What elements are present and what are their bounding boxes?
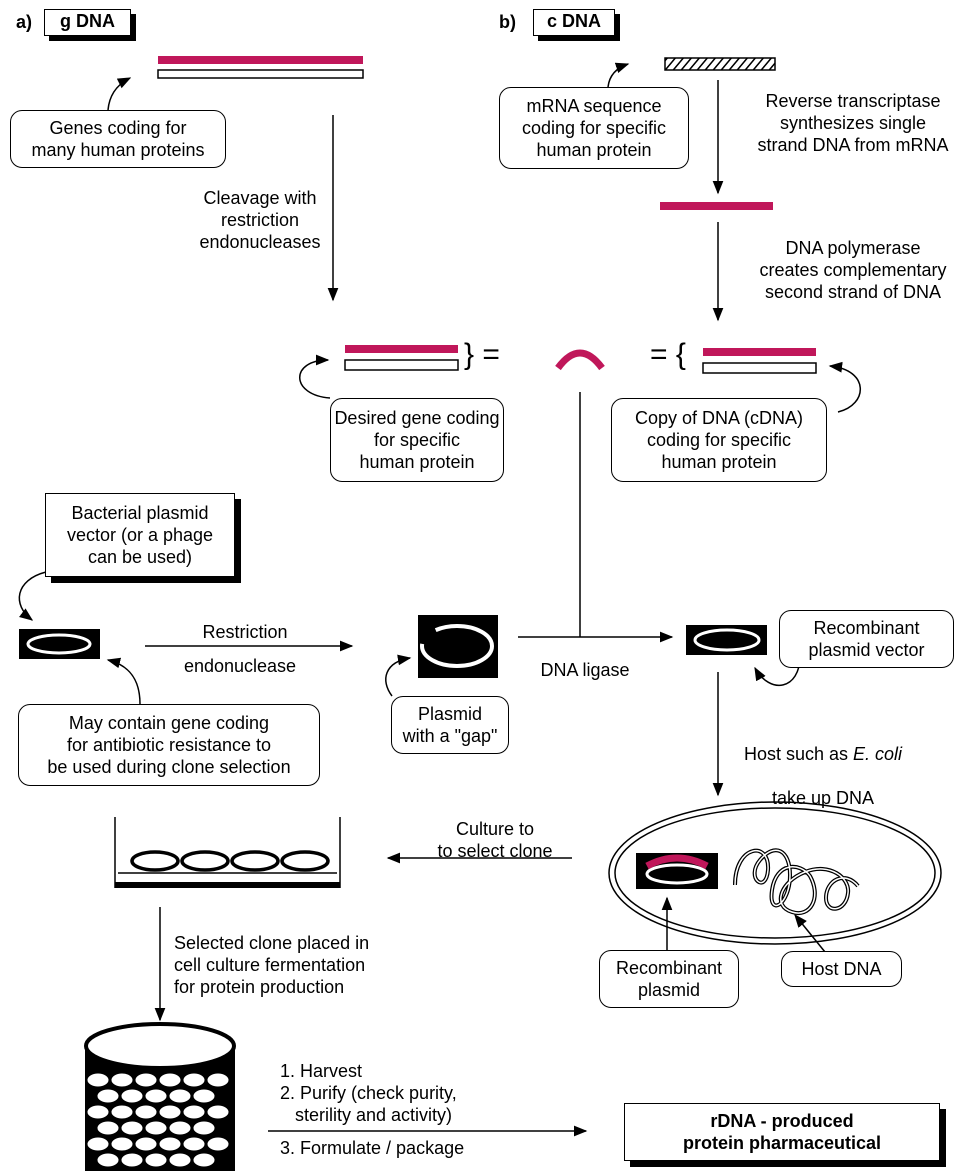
cell-blob bbox=[86, 1104, 110, 1120]
cell-blob bbox=[96, 1120, 120, 1136]
host-prefix: Host such as bbox=[743, 744, 853, 764]
cell-blob bbox=[96, 1152, 120, 1168]
cdna-double-strand bbox=[702, 348, 817, 374]
cell-blob bbox=[206, 1104, 230, 1120]
cell-blob bbox=[96, 1088, 120, 1104]
harvest-step: 1. Harvest bbox=[280, 1061, 363, 1081]
plasmid-gap-label: Plasmid with a "gap" bbox=[391, 696, 509, 754]
cdna-curved-arrow bbox=[828, 361, 861, 413]
fermentation-cells bbox=[86, 1072, 230, 1168]
cell-blob bbox=[192, 1120, 216, 1136]
gdna-double-strand bbox=[157, 56, 364, 79]
reverse-transcriptase-label: Reverse transcriptase synthesizes single… bbox=[757, 91, 949, 155]
bacterial-cell bbox=[608, 801, 942, 945]
cell-blob bbox=[206, 1136, 230, 1152]
cell-blob bbox=[110, 1136, 134, 1152]
recombinant-plasmid-label: Recombinant plasmid bbox=[599, 950, 739, 1008]
host-uptake-label: Host such as E. coli take up DNA bbox=[728, 721, 918, 809]
cell-blob bbox=[158, 1136, 182, 1152]
cell-blob bbox=[206, 1072, 230, 1088]
recombinant-vector-label: Recombinant plasmid vector bbox=[779, 610, 954, 668]
host-suffix: take up DNA bbox=[771, 788, 875, 808]
host-dna-label: Host DNA bbox=[781, 951, 902, 987]
cell-blob bbox=[168, 1120, 192, 1136]
cell-blob bbox=[120, 1088, 144, 1104]
cell-blob bbox=[192, 1152, 216, 1168]
sticky-end-arc bbox=[555, 349, 605, 371]
mrna-strand bbox=[664, 57, 776, 71]
culture-label: Culture to to select clone bbox=[437, 819, 553, 861]
cell-blob bbox=[134, 1136, 158, 1152]
purify-step: 2. Purify (check purity, sterility and a… bbox=[280, 1083, 457, 1125]
host-dna-loop bbox=[733, 848, 860, 916]
bacterial-plasmid-curved-arrow bbox=[18, 571, 47, 621]
bacterial-plasmid-label: Bacterial plasmid vector (or a phage can… bbox=[45, 493, 235, 577]
cell-blob bbox=[192, 1088, 216, 1104]
single-strand-dna bbox=[660, 202, 773, 210]
genes-curved-arrow bbox=[107, 77, 132, 111]
desired-gene-label: Desired gene coding for specific human p… bbox=[330, 398, 504, 482]
dna-polymerase-label: DNA polymerase creates complementary sec… bbox=[759, 238, 947, 302]
equals-left: } = bbox=[464, 338, 500, 371]
mrna-curved-arrow bbox=[607, 62, 630, 88]
restriction-label: Restriction bbox=[202, 622, 288, 642]
cell-blob bbox=[144, 1088, 168, 1104]
cell-blob bbox=[110, 1072, 134, 1088]
endonuclease-label: endonuclease bbox=[183, 656, 297, 676]
cell-blob bbox=[144, 1120, 168, 1136]
recombinant-vector-icon bbox=[686, 625, 767, 655]
desired-gene-curved-arrow bbox=[299, 354, 331, 399]
cell-blob bbox=[110, 1104, 134, 1120]
may-contain-curved-arrow bbox=[106, 657, 141, 705]
cell-blob bbox=[182, 1136, 206, 1152]
cell-blob bbox=[182, 1104, 206, 1120]
cell-blob bbox=[158, 1072, 182, 1088]
plasmid-vector-icon bbox=[19, 629, 100, 659]
cell-blob bbox=[120, 1152, 144, 1168]
cell-blob bbox=[168, 1152, 192, 1168]
cell-blob bbox=[158, 1104, 182, 1120]
cell-blob bbox=[134, 1104, 158, 1120]
cell-blob bbox=[120, 1120, 144, 1136]
cdna-copy-label: Copy of DNA (cDNA) coding for specific h… bbox=[611, 398, 827, 482]
panel-a-prefix: a) bbox=[16, 12, 33, 32]
cdna-tag: c DNA bbox=[533, 9, 615, 36]
cell-blob bbox=[168, 1088, 192, 1104]
gene-fragment bbox=[344, 345, 459, 371]
culture-dish bbox=[114, 817, 341, 888]
selected-clone-label: Selected clone placed in cell culture fe… bbox=[174, 933, 370, 997]
plasmid-with-gap-icon bbox=[418, 615, 498, 678]
cell-blob bbox=[86, 1072, 110, 1088]
dna-ligase-label: DNA ligase bbox=[540, 660, 630, 680]
mrna-label: mRNA sequence coding for specific human … bbox=[499, 87, 689, 169]
cell-blob bbox=[144, 1152, 168, 1168]
host-italic: E. coli bbox=[853, 744, 903, 764]
cleavage-label: Cleavage with restriction endonucleases bbox=[199, 188, 321, 252]
cell-blob bbox=[182, 1072, 206, 1088]
plasmid-gap-curved-arrow bbox=[385, 654, 412, 697]
final-product-box: rDNA - produced protein pharmaceutical bbox=[624, 1103, 940, 1161]
genes-label: Genes coding for many human proteins bbox=[10, 110, 226, 168]
gdna-tag: g DNA bbox=[44, 9, 131, 36]
may-contain-label: May contain gene coding for antibiotic r… bbox=[18, 704, 320, 786]
panel-b-prefix: b) bbox=[499, 12, 516, 32]
cell-blob bbox=[86, 1136, 110, 1152]
cell-blob bbox=[134, 1072, 158, 1088]
recombinant-plasmid-in-cell bbox=[636, 853, 718, 889]
host-dna-pointer bbox=[794, 913, 826, 953]
formulate-step: 3. Formulate / package bbox=[280, 1138, 465, 1158]
equals-right: = { bbox=[650, 338, 686, 371]
